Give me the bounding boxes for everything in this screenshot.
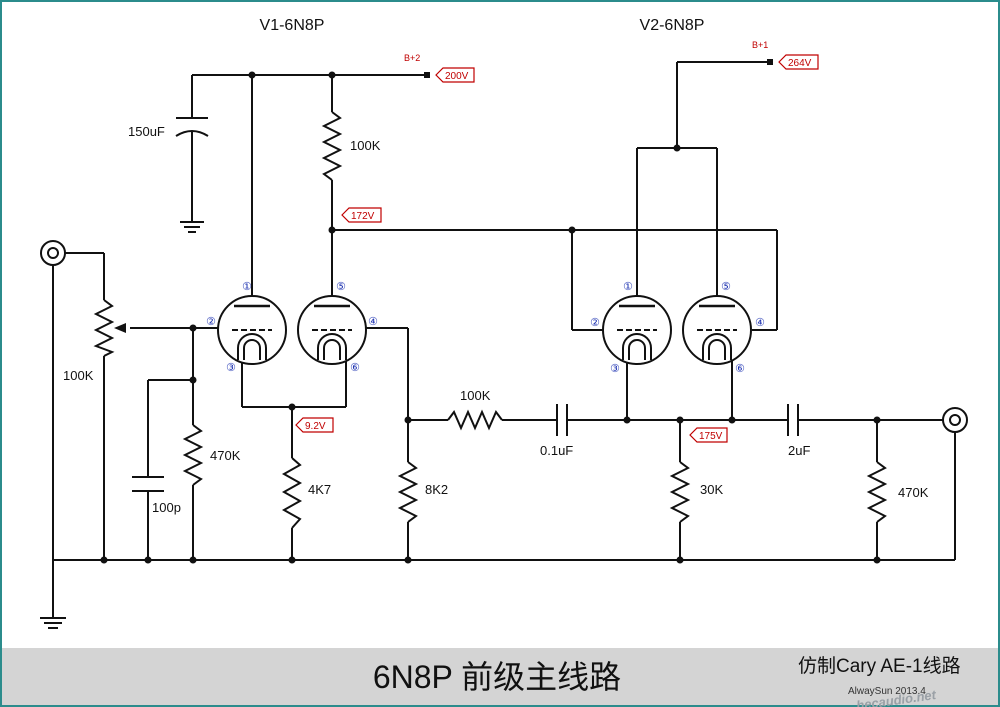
- label-r-4k7: 4K7: [308, 482, 331, 497]
- pin-label: ⑤: [336, 280, 346, 293]
- output-jack-icon: [942, 407, 968, 433]
- pin-label: ③: [226, 361, 236, 374]
- capacitor-150uf: [175, 117, 209, 233]
- svg-text:172V: 172V: [351, 211, 375, 222]
- capacitor-0-1uf: [556, 404, 568, 436]
- voltage-tag-v2-cathode: 175V: [689, 427, 728, 443]
- label-r-470k-in: 470K: [210, 448, 241, 463]
- rail-b2: B+2 200V: [404, 53, 475, 83]
- rail-b2-label: B+2: [404, 53, 420, 63]
- pin-label: ①: [242, 280, 252, 293]
- pin-label: ④: [755, 316, 765, 329]
- rail-b2-voltage: 200V: [445, 71, 469, 82]
- label-r-series-100k: 100K: [460, 388, 491, 403]
- pin-label: ②: [206, 315, 216, 328]
- pin-label: ④: [368, 315, 378, 328]
- resistor-4k7: [281, 457, 303, 529]
- label-r-plate-100k: 100K: [350, 138, 381, 153]
- label-r-8k2: 8K2: [425, 482, 448, 497]
- tube-v1-label: V1-6N8P: [260, 17, 325, 34]
- svg-text:9.2V: 9.2V: [305, 421, 326, 432]
- tube-v2-right-triode: [681, 294, 753, 366]
- pin-label: ③: [610, 362, 620, 375]
- resistor-series-100k: [447, 409, 503, 431]
- footer-band: [2, 648, 998, 705]
- footer-title: 6N8P 前级主线路: [373, 659, 621, 695]
- ground-icon: [40, 617, 66, 629]
- input-jack-icon: [40, 240, 66, 266]
- rail-b1: B+1 264V: [752, 40, 819, 70]
- rail-b1-label: B+1: [752, 40, 768, 50]
- junction-dots: [100, 71, 881, 564]
- capacitor-100p: [132, 476, 164, 492]
- label-c-100p: 100p: [152, 500, 181, 515]
- resistor-plate-100k: [321, 111, 343, 181]
- label-pot-100k: 100K: [63, 368, 94, 383]
- pin-label: ⑥: [350, 361, 360, 374]
- label-r-470k-out: 470K: [898, 485, 929, 500]
- tube-v2-left-triode: [601, 294, 673, 366]
- voltage-tag-v1-cathode: 9.2V: [295, 417, 334, 433]
- label-c-150uf: 150uF: [128, 124, 165, 139]
- label-c-2uf: 2uF: [788, 443, 810, 458]
- capacitor-2uf: [787, 404, 799, 436]
- tube-v1-left-triode: [216, 294, 288, 366]
- resistor-8k2: [397, 461, 419, 523]
- tube-v2-label: V2-6N8P: [640, 17, 705, 34]
- resistor-470k-input: [182, 424, 204, 486]
- resistor-30k: [669, 461, 691, 523]
- rail-b1-voltage: 264V: [788, 58, 812, 69]
- tube-v1-right-triode: [296, 294, 368, 366]
- pin-label: ②: [590, 316, 600, 329]
- pin-label: ⑤: [721, 280, 731, 293]
- footer-subtitle: 仿制Cary AE-1线路: [798, 655, 961, 677]
- svg-text:175V: 175V: [699, 431, 723, 442]
- pin-label: ⑥: [735, 362, 745, 375]
- voltage-tag-v1-plate: 172V: [341, 207, 382, 223]
- wiring: [52, 61, 956, 618]
- resistor-470k-output: [866, 461, 888, 523]
- label-c-01uf: 0.1uF: [540, 443, 573, 458]
- footer-credit: AlwaySun 2013.4: [848, 686, 926, 697]
- pin-label: ①: [623, 280, 633, 293]
- potentiometer-100k: [93, 299, 126, 357]
- label-r-30k: 30K: [700, 482, 723, 497]
